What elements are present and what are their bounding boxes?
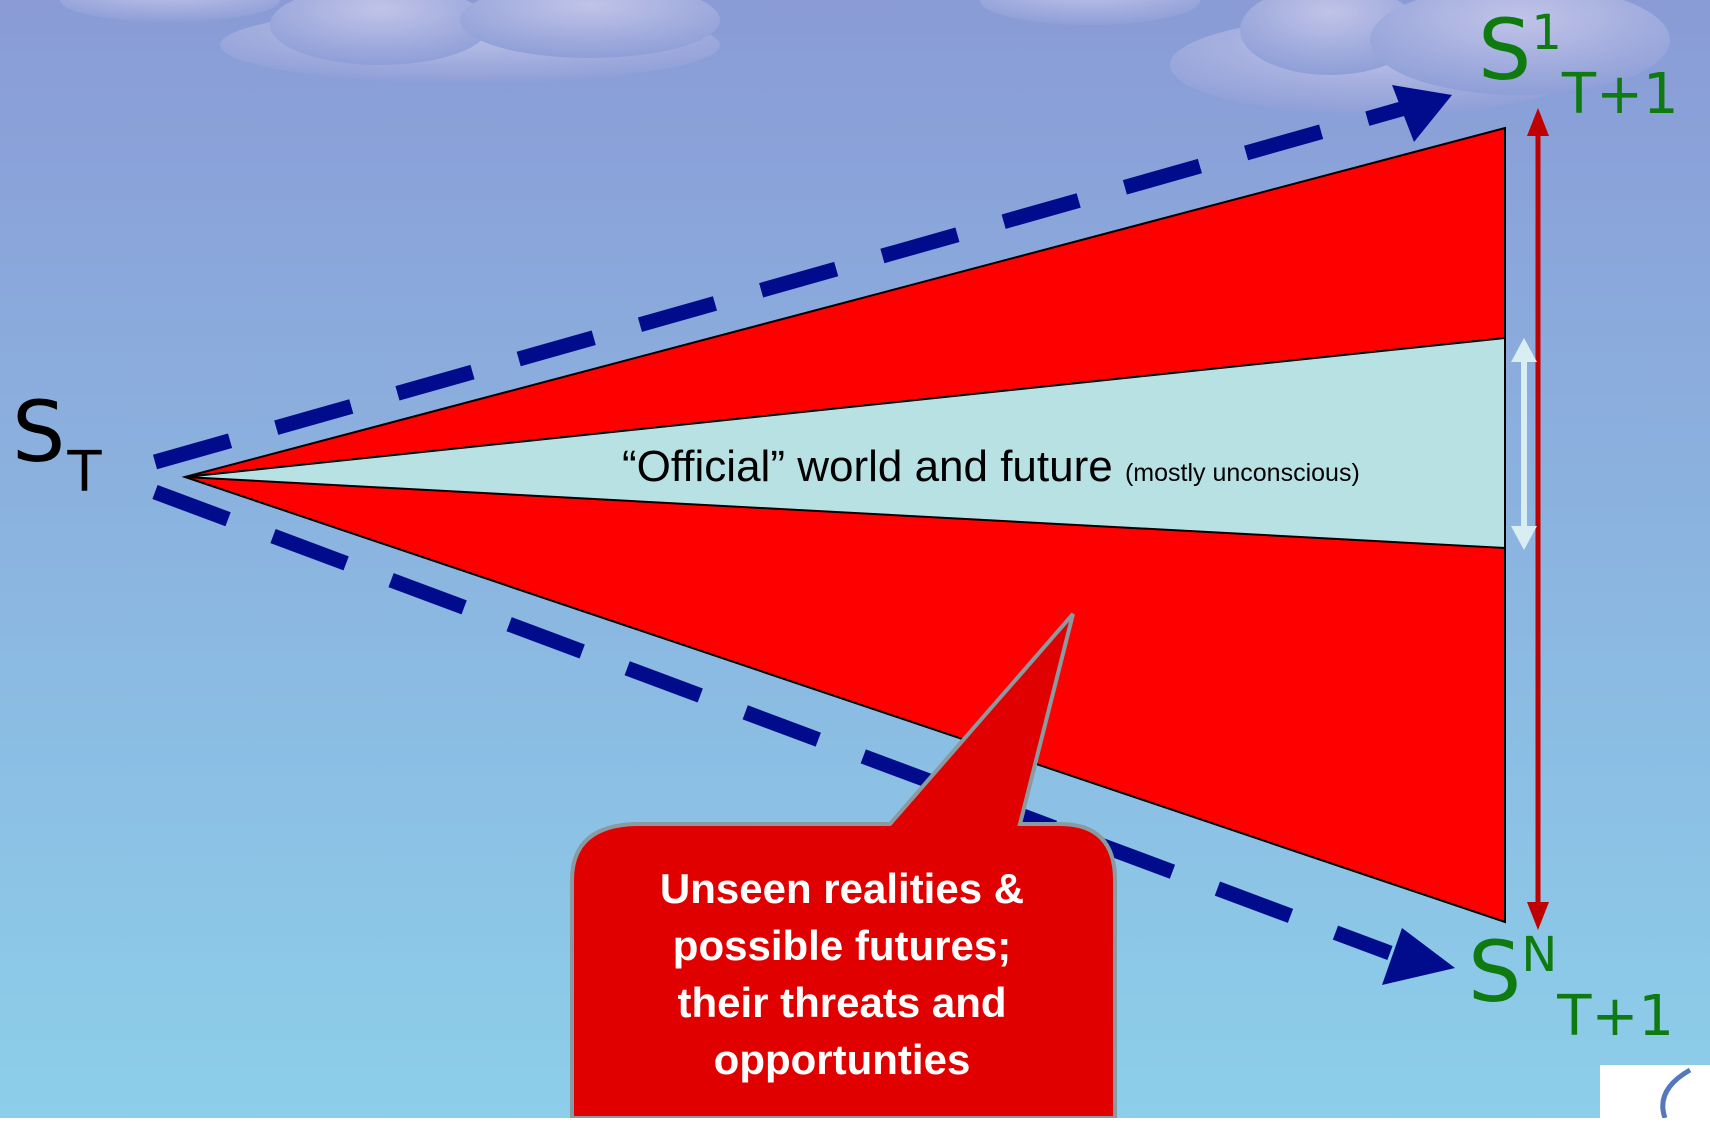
cloud-left — [60, 0, 720, 83]
official-range-up-head — [1511, 338, 1537, 362]
callout-line: their threats and — [677, 979, 1007, 1026]
official-future-label: “Official” world and future (mostly unco… — [622, 442, 1360, 492]
label-sn-sub: T+1 — [1557, 984, 1674, 1049]
official-range-down-head — [1511, 526, 1537, 550]
range-arrow-down-head — [1527, 902, 1549, 930]
label-s1-sup: 1 — [1531, 5, 1562, 61]
range-arrow-up-head — [1527, 108, 1549, 136]
dashed-arrow-bottom — [152, 484, 1393, 961]
dashed-arrow-top-head — [1392, 85, 1452, 142]
label-s1-t1: S1T+1 — [1478, 5, 1679, 123]
dashed-arrow-top — [152, 100, 1408, 470]
label-s1-main: S — [1478, 1, 1532, 99]
label-s-t: ST — [12, 390, 102, 501]
label-sn-sup: N — [1521, 927, 1558, 983]
official-future-text: “Official” world and future — [622, 442, 1113, 491]
label-s1-sub: T+1 — [1561, 62, 1679, 127]
official-future-band — [184, 336, 1506, 550]
callout-line: Unseen realities & — [659, 865, 1025, 912]
callout-bubble — [570, 612, 1117, 1120]
label-s-t-main: S — [12, 383, 66, 481]
cloud-right — [980, 0, 1670, 115]
label-sn-t1: SNT+1 — [1468, 927, 1674, 1045]
label-s-t-sub: T — [67, 440, 102, 505]
corner-logo — [1600, 1065, 1710, 1119]
callout-text: Unseen realities & possible futures; the… — [577, 860, 1107, 1088]
callout-line: opportunties — [713, 1036, 971, 1083]
dashed-arrow-bottom-head — [1382, 928, 1455, 985]
label-sn-main: S — [1468, 923, 1522, 1021]
callout-line: possible futures; — [672, 922, 1012, 969]
official-future-note: (mostly unconscious) — [1124, 459, 1360, 487]
